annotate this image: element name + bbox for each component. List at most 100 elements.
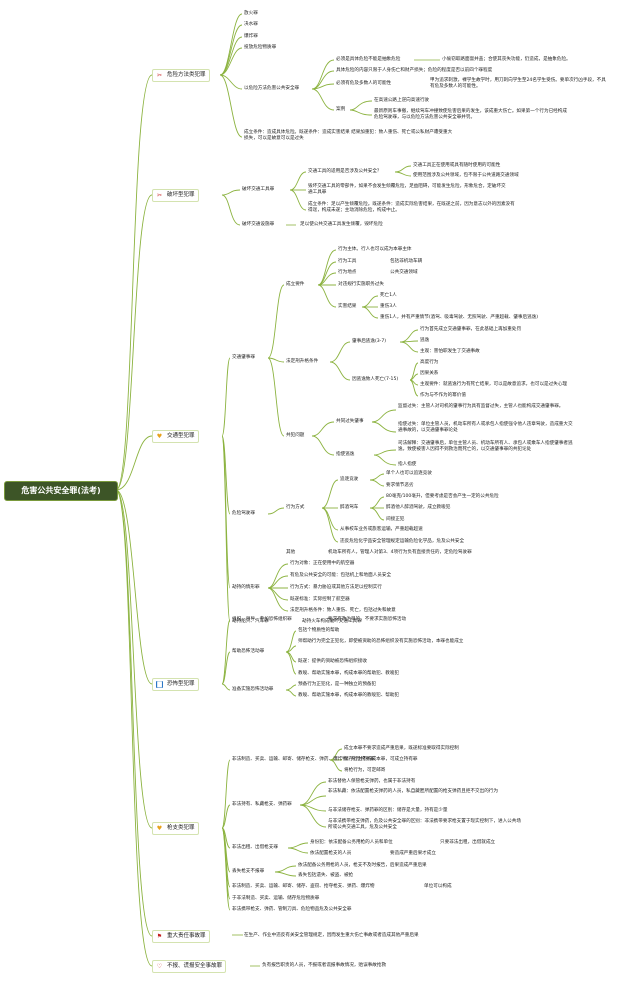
- node[interactable]: 依法配备公务用枪的人员，枪支不及时报告，后果造成严重后果: [298, 863, 427, 868]
- node[interactable]: 使用范围涉及公共领域，包不限于公共道路交通领域: [413, 173, 519, 178]
- node[interactable]: 准备实施恐怖活动罪: [232, 687, 274, 692]
- node[interactable]: 从事校车业务或旅客运输，严重超载超速: [340, 527, 423, 532]
- node[interactable]: 依法配置枪支的人员: [310, 851, 352, 856]
- node[interactable]: 因果关系: [420, 371, 439, 376]
- node[interactable]: 主观：害怕职发生了交通事故: [420, 349, 480, 354]
- node[interactable]: 指使过失：单位主管人员，机动车所有人或承包人指使强令他人违章驾驶，造成重大交通事…: [398, 422, 573, 433]
- node[interactable]: 行为方式: [286, 505, 305, 510]
- node[interactable]: 共同过失肇事: [336, 419, 364, 424]
- node[interactable]: 以危险方法危害公共安全罪: [244, 86, 300, 91]
- node[interactable]: 组织、领导、参加恐怖组织罪: [232, 617, 292, 622]
- node[interactable]: 行为主体。行人也可以成为本罪主体: [338, 247, 412, 252]
- node[interactable]: 其他: [286, 550, 296, 555]
- node[interactable]: 实害结果: [338, 304, 357, 309]
- node[interactable]: 非法持有、私藏枪支、弹药罪: [232, 802, 292, 807]
- node[interactable]: 醉酒驾车: [340, 505, 359, 510]
- node[interactable]: 80毫克/100毫升，但要考虑是否会产生一定的公共危险: [386, 494, 499, 499]
- node[interactable]: 成立本罪不要求造成严重后果，既遂标准要取得实际控制: [344, 746, 459, 751]
- node[interactable]: 负有报告职责的人员，不报或者谎报事故情况，贻误事故抢救: [262, 963, 387, 968]
- node[interactable]: 追逐竞驶: [340, 477, 359, 482]
- node[interactable]: 非法制造、买卖、运输、邮寄、储存、盗窃、抢夺枪支、弹药、爆炸物: [232, 884, 375, 889]
- node[interactable]: 共犯问题: [286, 433, 305, 438]
- node[interactable]: 储存行为不构成本罪，可成立持有罪: [344, 757, 418, 762]
- node[interactable]: 间接正犯: [386, 517, 405, 522]
- node[interactable]: 案例: [336, 107, 346, 112]
- node[interactable]: 身份犯：依法配备公务用枪的人员和单位: [310, 840, 393, 845]
- node[interactable]: 重伤3人: [380, 304, 397, 309]
- node[interactable]: 在生产、作业中违反有关安全管理规定，因而发生重大伤亡事故或者造成其他严重后果: [244, 933, 419, 938]
- node[interactable]: 肇事后逃逸(3-7): [352, 339, 387, 344]
- node[interactable]: 非法私藏：依法配置枪支弹药的人员，私自藏匿所配置的枪支弹药且拒不交出的行为: [328, 789, 498, 794]
- node[interactable]: 成立条件：足以产生倾覆危险。既遂条件：造成实际危害结果，在既遂之前，因为意志以外…: [308, 202, 515, 213]
- node[interactable]: 高度行为: [420, 360, 439, 365]
- node[interactable]: 与非法储存枪支、弹药罪的区别：储存是大量，持有是少量: [328, 808, 448, 813]
- node[interactable]: 爆炸罪: [244, 34, 258, 39]
- node[interactable]: 必须是具体危险不能是抽象危险: [336, 57, 401, 62]
- node[interactable]: 包括个物质性的帮助: [298, 628, 340, 633]
- node[interactable]: 丢失包括遗失、被盗、被抢: [298, 873, 354, 878]
- node[interactable]: 交通工具的适用是否涉及公共安全？: [308, 169, 382, 174]
- node[interactable]: 主观要件：就逃逸行为有死亡结果，可以是故意追求，也可以是过失心理: [420, 382, 568, 387]
- node[interactable]: 死亡1人: [380, 293, 397, 298]
- node[interactable]: 破坏交通工具罪: [242, 187, 275, 192]
- node[interactable]: 预备行为正犯化，是一种独立的预备犯: [298, 682, 377, 687]
- node[interactable]: 决水罪: [244, 22, 258, 27]
- node[interactable]: 足以使公共交通工具发生倾覆，毁坏危险: [300, 222, 383, 227]
- category-report[interactable]: ♡不报、谎报安全事故罪: [152, 960, 227, 973]
- node[interactable]: 投放危险物质罪: [244, 45, 277, 50]
- node[interactable]: 违反危险化学品安全管理规定运输危险化学品，危及公共安全: [340, 539, 465, 544]
- category-danger[interactable]: ✂危险方法类犯罪: [152, 69, 210, 82]
- node[interactable]: 指人指使: [398, 462, 417, 467]
- node[interactable]: 法定刑升格条件：致人重伤、死亡，包括过失和故意: [290, 608, 396, 613]
- node[interactable]: 非法出租、出借枪支罪: [232, 845, 278, 850]
- node[interactable]: 有危及公共安全的可能：包括机上和地面人员安全: [290, 573, 392, 578]
- node[interactable]: 教唆、帮助实施本罪，构成本罪的帮助犯、教唆犯: [298, 671, 400, 676]
- node[interactable]: 醉酒他人醉酒驾驶，成立教唆犯: [386, 505, 451, 510]
- node[interactable]: 行为工具: [338, 259, 357, 264]
- node[interactable]: 破坏交通设施罪: [242, 222, 275, 227]
- node[interactable]: 非法携带枪支、弹药、管制刀具、危险物品危及公共安全罪: [232, 907, 352, 912]
- node[interactable]: 最新原则车事撤，继续驾车冲撞致使危害后果的发生，该成重大伤亡。如果第一个行为已经…: [374, 109, 567, 120]
- node[interactable]: 行为方式：暴力胁迫或其他方法足以控制实行: [290, 585, 382, 590]
- node[interactable]: 作为与不作为的幂价值: [420, 393, 466, 398]
- node[interactable]: 要求情节恶劣: [386, 483, 414, 488]
- category-gun[interactable]: ♥枪支类犯罪: [152, 822, 199, 835]
- node[interactable]: 非法替他人保管枪支弹药，也属于非法持有: [328, 779, 416, 784]
- root-node[interactable]: 危害公共安全罪(法考): [4, 481, 118, 501]
- node[interactable]: 对违规行实施职务过失: [338, 282, 384, 287]
- node[interactable]: 必须有危及多数人的可能性: [336, 81, 392, 86]
- node[interactable]: 因逃逸致人死亡(7-15): [352, 377, 399, 382]
- node[interactable]: 既遂：提供的资助被恐怖组织接收: [298, 659, 367, 664]
- node[interactable]: 单个人也可以追逐竞驶: [386, 471, 432, 476]
- node[interactable]: 行为首先成立交通肇事罪，在此基础上再加重处罚: [420, 327, 522, 332]
- category-liability[interactable]: ⚑重大责任事故罪: [152, 930, 210, 943]
- node[interactable]: 与非法携带枪支弹药，危及公共安全罪的区别：非法携带要求枪支置于现实控制下，进入公…: [328, 819, 521, 830]
- node[interactable]: 逃逸: [420, 338, 430, 343]
- node[interactable]: 教唆、帮助实施本罪，构成本罪的教唆犯、帮助犯: [298, 693, 400, 698]
- category-terror[interactable]: ▇恐怖型犯罪: [152, 678, 199, 691]
- node[interactable]: 行为地点: [338, 270, 357, 275]
- node[interactable]: 在高速公路上逆向高速行驶: [374, 98, 430, 103]
- node[interactable]: 将枪行为，可定邮寄: [344, 768, 386, 773]
- node[interactable]: 重伤1人，并有严重情节(酒驾、吸毒驾驶、无照驾驶、严重超载、肇事后逃逸): [380, 315, 539, 320]
- node[interactable]: 成立要件: [286, 282, 305, 287]
- node[interactable]: 交通肇事罪: [232, 355, 255, 360]
- node[interactable]: 丢失枪支不报罪: [232, 869, 265, 874]
- category-destroy[interactable]: ✂破坏型犯罪: [152, 189, 199, 202]
- node[interactable]: 劫持的情形罪: [232, 585, 260, 590]
- node[interactable]: 于非法制造、买卖、运输、储存危险物质罪: [232, 896, 320, 901]
- node[interactable]: 法定刑升格条件: [286, 359, 319, 364]
- node[interactable]: 师帮助行为完全正犯化，即使被资助的恐怖组织没有实施恐怖活动，本罪也能成立: [298, 639, 464, 644]
- node[interactable]: 行为对象：正在使用中的航空器: [290, 561, 355, 566]
- node[interactable]: 指使逃逸: [336, 452, 355, 457]
- node[interactable]: 非法制造、买卖、运输、邮寄、储存枪支、弹药、爆炸物、危险物质罪: [232, 757, 375, 762]
- node[interactable]: 具体危险的内容只限于人身伤亡和财产损失；危险的程度是否以前四个罪程度: [336, 68, 493, 73]
- node[interactable]: 司法解释：交通肇事后，单位主管人员、机动车所有人、承包人或乘车人指使肇事者逃逸，…: [398, 441, 573, 452]
- node[interactable]: 放火罪: [244, 11, 258, 16]
- node[interactable]: 帮助恐怖活动罪: [232, 649, 265, 654]
- node[interactable]: 劫持船只、汽车罪: [232, 619, 269, 624]
- category-traffic[interactable]: ♥交通型犯罪: [152, 430, 199, 443]
- node[interactable]: 危险驾驶罪: [232, 511, 255, 516]
- node[interactable]: 交通工具正在使用或具有随时使用的可能性: [413, 163, 501, 168]
- node[interactable]: 既遂标准：实际控制了航空器: [290, 597, 350, 602]
